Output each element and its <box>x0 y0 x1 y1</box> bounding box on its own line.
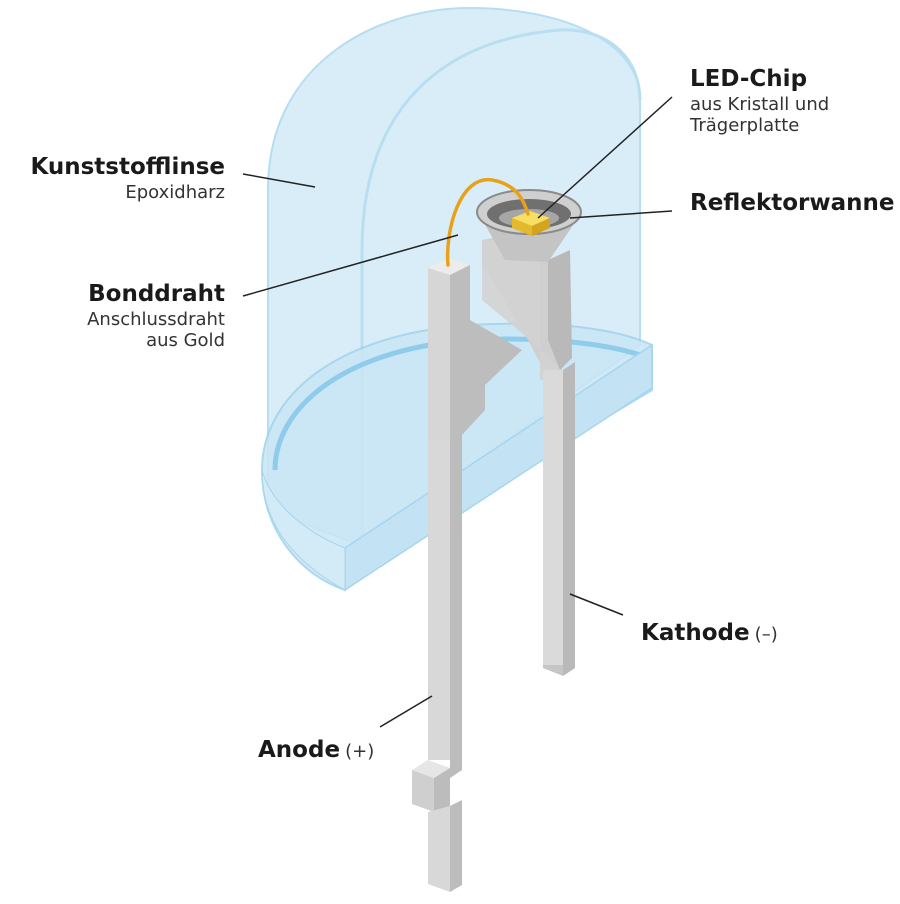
bond-subtitle-2: aus Gold <box>146 330 225 352</box>
label-led-chip: LED-Chip aus Kristall und Trägerplatte <box>690 66 829 137</box>
chip-title: LED-Chip <box>690 66 808 92</box>
bond-title: Bonddraht <box>88 281 225 307</box>
leader-bond <box>242 234 459 297</box>
cathode-leg-front <box>543 370 563 665</box>
bond-subtitle-1: Anschlussdraht <box>87 308 225 330</box>
lens-flange-side <box>261 469 346 591</box>
chip-front <box>512 218 532 236</box>
leader-lens <box>242 173 316 188</box>
cathode-title: Kathode <box>641 620 750 646</box>
anode-lead <box>412 258 522 892</box>
reflector-title: Reflektorwanne <box>690 190 895 216</box>
lens-inner-edge <box>360 28 642 540</box>
cathode-sign: (–) <box>754 624 778 645</box>
anode-leg-front <box>428 440 450 760</box>
bond-wire <box>445 178 530 267</box>
leader-reflector <box>569 210 673 219</box>
anode-title: Anode <box>258 737 341 763</box>
leader-lines <box>242 96 673 728</box>
leader-cathode <box>569 593 624 616</box>
anode-stopper-front <box>412 770 434 812</box>
lens-subtitle: Epoxidharz <box>125 181 225 203</box>
label-kunststofflinse: Kunststofflinse Epoxidharz <box>30 154 225 203</box>
chip-side <box>532 218 550 236</box>
anode-stopper-side <box>434 768 450 812</box>
cathode-leg-side <box>563 362 575 676</box>
cathode-leg-bottom <box>543 665 563 676</box>
anode-leg-side <box>450 432 462 778</box>
cathode-post-front <box>482 240 562 380</box>
anode-lower-side <box>450 800 462 892</box>
anode-top <box>428 258 470 275</box>
anode-stopper-top <box>412 760 450 778</box>
lens-title: Kunststofflinse <box>30 154 225 180</box>
label-bonddraht: Bonddraht Anschlussdraht aus Gold <box>87 281 225 352</box>
leader-chip <box>537 96 673 219</box>
anode-post-side <box>450 265 522 440</box>
chip-subtitle-2: Trägerplatte <box>690 115 800 137</box>
chip-subtitle-1: aus Kristall und <box>690 93 830 115</box>
anode-lower-front <box>428 806 450 892</box>
cathode-post-side <box>548 250 572 370</box>
label-anode: Anode (+) <box>258 737 374 765</box>
label-reflektorwanne: Reflektorwanne <box>690 190 895 218</box>
cathode-lead <box>482 232 575 676</box>
anode-sign: (+) <box>345 741 375 762</box>
label-kathode: Kathode (–) <box>641 620 778 648</box>
leader-anode <box>379 695 433 728</box>
anode-post-front <box>428 268 450 440</box>
